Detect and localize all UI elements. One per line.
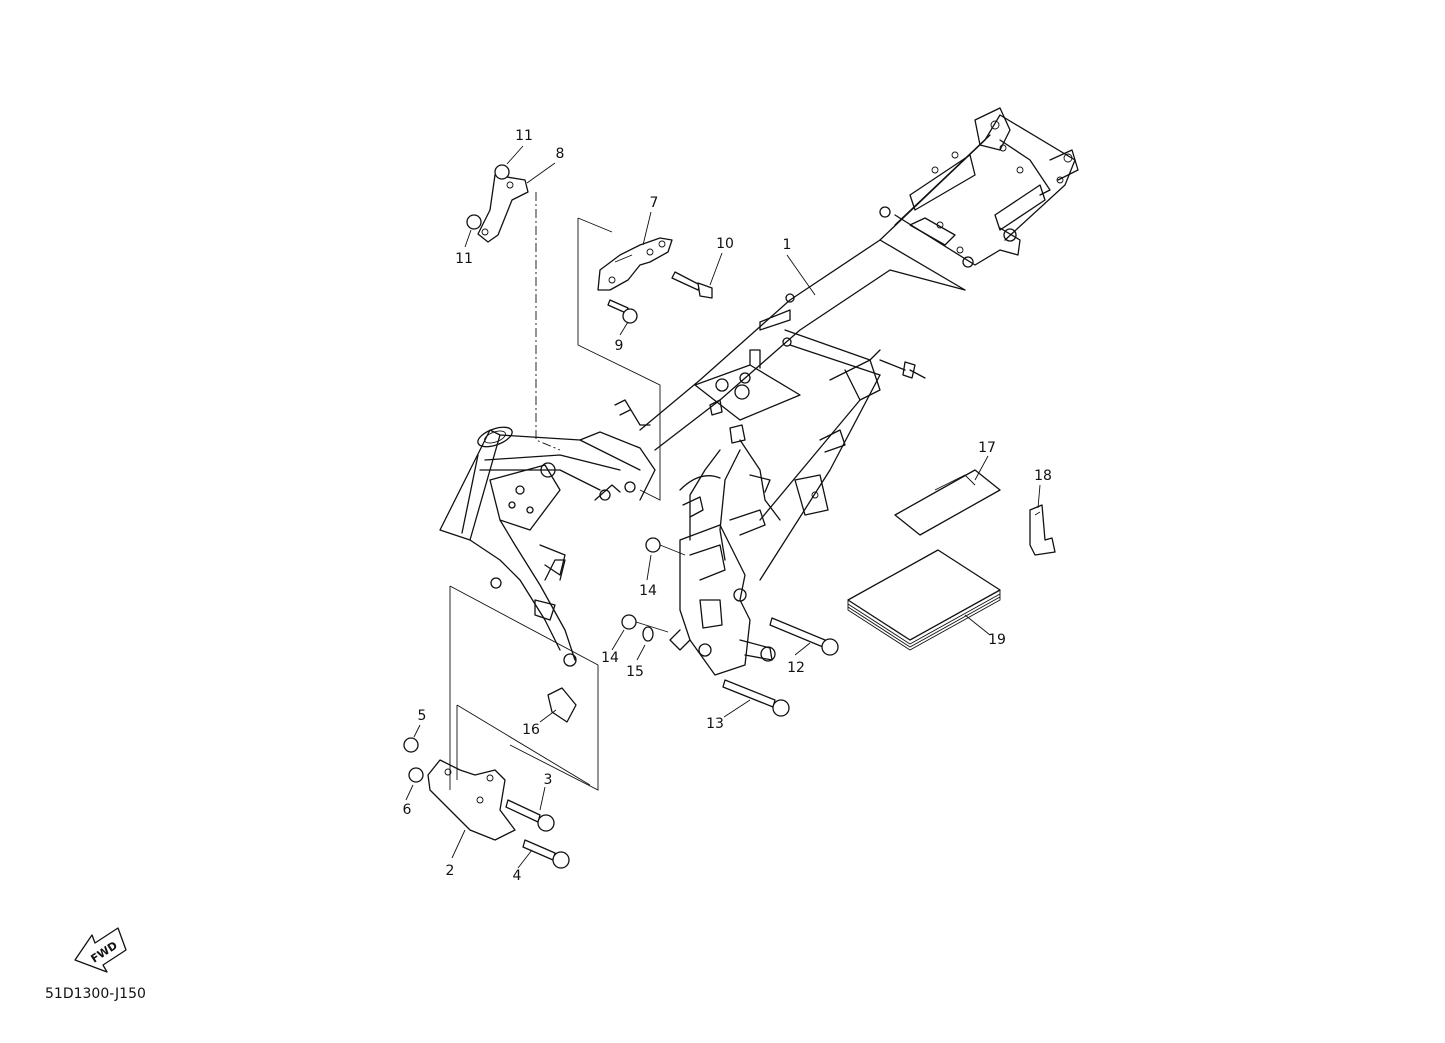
part-8-plate bbox=[477, 174, 529, 243]
callout-14-upper: 14 bbox=[639, 583, 657, 599]
callout-14-lower: 14 bbox=[601, 650, 619, 666]
part-11-nut-lower bbox=[466, 214, 482, 230]
callout-13: 13 bbox=[706, 716, 724, 732]
callout-8: 8 bbox=[556, 146, 565, 162]
callout-10: 10 bbox=[716, 236, 734, 252]
callout-11-upper: 11 bbox=[515, 128, 533, 144]
callout-11-lower: 11 bbox=[455, 251, 473, 267]
callout-3: 3 bbox=[544, 772, 553, 788]
callout-19: 19 bbox=[988, 632, 1006, 648]
callout-2: 2 bbox=[446, 863, 455, 879]
callout-15: 15 bbox=[626, 664, 644, 680]
part-4-bolt bbox=[522, 839, 570, 869]
part-6-nut bbox=[408, 767, 424, 783]
callout-12: 12 bbox=[787, 660, 805, 676]
part-9-bolt bbox=[607, 299, 638, 324]
leader-lines bbox=[405, 145, 1041, 869]
part-16-cap bbox=[547, 687, 577, 723]
part-5-nut bbox=[403, 737, 419, 753]
part-7-bracket bbox=[597, 237, 673, 291]
fwd-arrow-icon: FWD bbox=[74, 927, 127, 973]
callout-1: 1 bbox=[783, 237, 792, 253]
callout-7: 7 bbox=[650, 195, 659, 211]
callout-5: 5 bbox=[418, 708, 427, 724]
callout-labels: 1 2 3 4 5 6 7 8 9 10 11 11 12 13 14 14 1… bbox=[403, 128, 1052, 884]
part-17-pouch bbox=[894, 469, 1001, 536]
callout-18: 18 bbox=[1034, 468, 1052, 484]
part-18-clip bbox=[1029, 504, 1056, 556]
part-15-washer bbox=[642, 626, 654, 642]
part-3-bolt bbox=[505, 799, 555, 832]
part-13-bolt bbox=[722, 679, 790, 717]
assembly-lines bbox=[449, 192, 686, 791]
part-14-nut-lower bbox=[621, 614, 637, 630]
frame-assembly bbox=[439, 107, 1079, 676]
part-19-manual bbox=[847, 549, 1001, 651]
diagram-code: 51D1300-J150 bbox=[45, 986, 146, 1002]
part-10-bolt bbox=[671, 271, 713, 299]
part-12-bolt bbox=[769, 617, 839, 656]
callout-9: 9 bbox=[615, 338, 624, 354]
part-2-bracket bbox=[427, 759, 516, 841]
callout-17: 17 bbox=[978, 440, 996, 456]
callout-4: 4 bbox=[513, 868, 522, 884]
callout-16: 16 bbox=[522, 722, 540, 738]
part-14-nut-upper bbox=[645, 537, 661, 553]
part-11-nut-upper bbox=[494, 164, 510, 180]
callout-6: 6 bbox=[403, 802, 412, 818]
